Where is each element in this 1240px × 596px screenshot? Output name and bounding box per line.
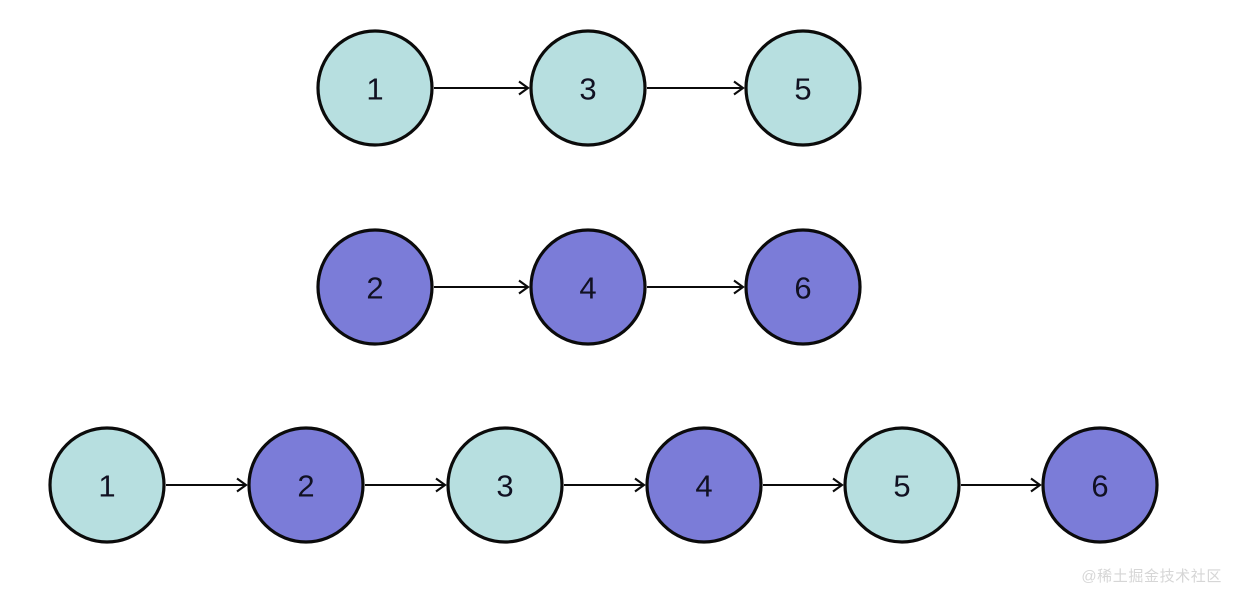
- node-circle-5[interactable]: [744, 29, 862, 147]
- arrowhead-icon: [733, 279, 745, 295]
- node-circle-1[interactable]: [316, 29, 434, 147]
- list-node[interactable]: 4: [645, 426, 763, 544]
- list-node[interactable]: 2: [316, 228, 434, 346]
- node-circle-3[interactable]: [529, 29, 647, 147]
- node-circle-4[interactable]: [645, 426, 763, 544]
- node-label: 2: [366, 271, 383, 306]
- list-node[interactable]: 3: [446, 426, 564, 544]
- node-circle-4[interactable]: [529, 228, 647, 346]
- node-label: 4: [579, 271, 596, 306]
- list-node[interactable]: 4: [529, 228, 647, 346]
- list-node[interactable]: 6: [744, 228, 862, 346]
- arrowhead-icon: [1030, 477, 1042, 493]
- node-label: 3: [579, 72, 596, 107]
- arrowhead-icon: [435, 477, 447, 493]
- node-label: 3: [496, 469, 513, 504]
- node-label: 2: [297, 469, 314, 504]
- list-node[interactable]: 5: [843, 426, 961, 544]
- node-circle-6[interactable]: [1041, 426, 1159, 544]
- list-node[interactable]: 2: [247, 426, 365, 544]
- list-row-merged-list: 1 2 3 4 5 6: [48, 426, 1159, 544]
- list-node[interactable]: 5: [744, 29, 862, 147]
- node-label: 5: [893, 469, 910, 504]
- node-circle-1[interactable]: [48, 426, 166, 544]
- node-label: 1: [366, 72, 383, 107]
- arrowhead-icon: [832, 477, 844, 493]
- node-label: 5: [794, 72, 811, 107]
- node-circle-2[interactable]: [247, 426, 365, 544]
- node-label: 4: [695, 469, 712, 504]
- arrowhead-icon: [634, 477, 646, 493]
- list-node[interactable]: 1: [316, 29, 434, 147]
- node-circle-2[interactable]: [316, 228, 434, 346]
- node-circle-6[interactable]: [744, 228, 862, 346]
- list-node[interactable]: 1: [48, 426, 166, 544]
- list-row-even-list: 2 4 6: [316, 228, 862, 346]
- arrowhead-icon: [518, 279, 530, 295]
- node-label: 6: [794, 271, 811, 306]
- list-node[interactable]: 3: [529, 29, 647, 147]
- list-node[interactable]: 6: [1041, 426, 1159, 544]
- node-circle-3[interactable]: [446, 426, 564, 544]
- list-row-odd-list: 1 3 5: [316, 29, 862, 147]
- node-label: 1: [98, 469, 115, 504]
- arrowhead-icon: [236, 477, 248, 493]
- node-circle-5[interactable]: [843, 426, 961, 544]
- arrowhead-icon: [518, 80, 530, 96]
- node-label: 6: [1091, 469, 1108, 504]
- arrowhead-icon: [733, 80, 745, 96]
- watermark-text: @稀土掘金技术社区: [1081, 568, 1222, 585]
